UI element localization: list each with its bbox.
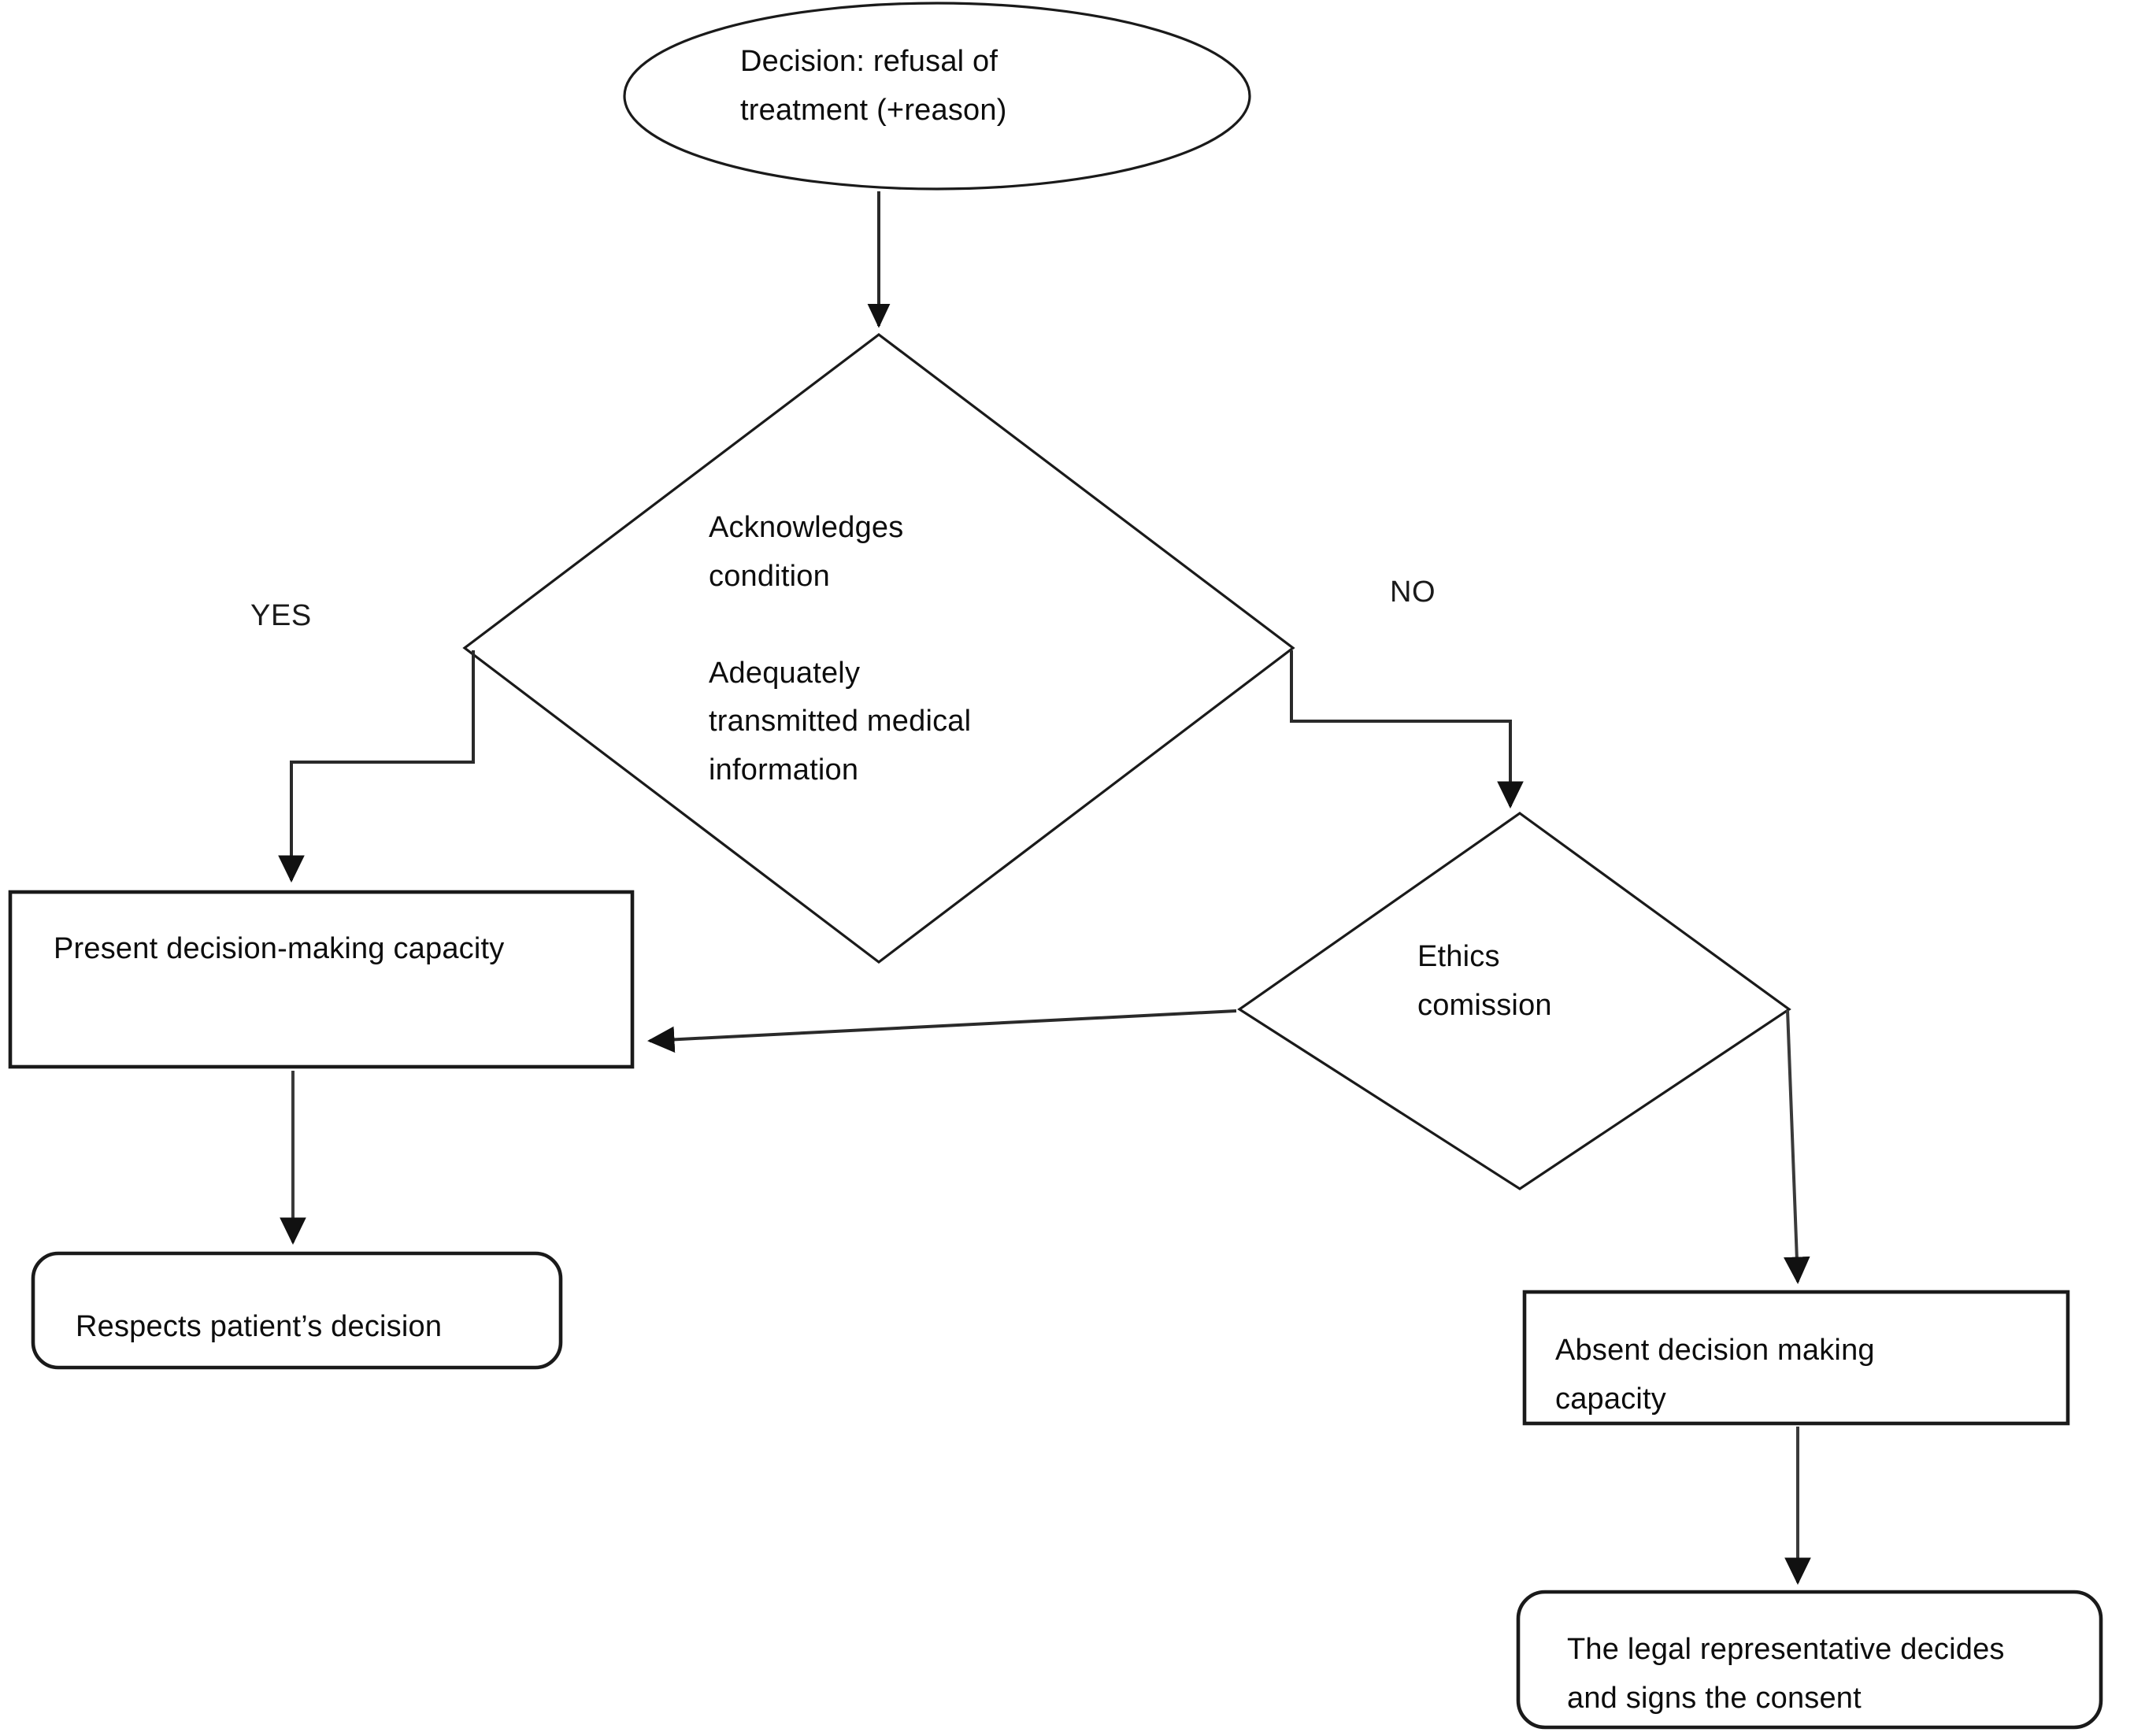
node-present-capacity-shape[interactable] (8, 890, 635, 1069)
node-ethics-commission-label: Ethics comission (1417, 940, 1552, 1022)
node-condition-label: Acknowledges condition Adequately transm… (709, 511, 972, 787)
node-start-shape[interactable] (623, 2, 1251, 191)
node-respects-decision-label: Respects patient’s decision (76, 1310, 443, 1343)
branch-label-no: NO (1390, 576, 1436, 609)
node-start-label: Decision: refusal of treatment (+reason) (740, 45, 1007, 127)
node-ethics-commission-shape[interactable] (1237, 812, 1791, 1190)
node-condition-shape[interactable] (462, 332, 1295, 964)
edge-condition-no-to-ethics-commission (1290, 650, 1524, 809)
node-present-capacity-label: Present decision-making capacity (54, 932, 505, 965)
node-respects-decision-shape[interactable] (31, 1251, 563, 1370)
edge-condition-yes-to-present-capacity (278, 650, 475, 883)
branch-label-yes: YES (250, 599, 312, 632)
node-legal-representative-label: The legal representative decides and sig… (1567, 1633, 2005, 1715)
edge-ethics-commission-to-present-capacity (647, 1009, 1237, 1053)
node-absent-capacity-label: Absent decision making capacity (1555, 1334, 1875, 1416)
node-absent-capacity-shape[interactable] (1522, 1290, 2070, 1426)
node-legal-representative-shape[interactable] (1516, 1590, 2103, 1730)
edge-ethics-commission-to-absent-capacity (1784, 1009, 1810, 1284)
